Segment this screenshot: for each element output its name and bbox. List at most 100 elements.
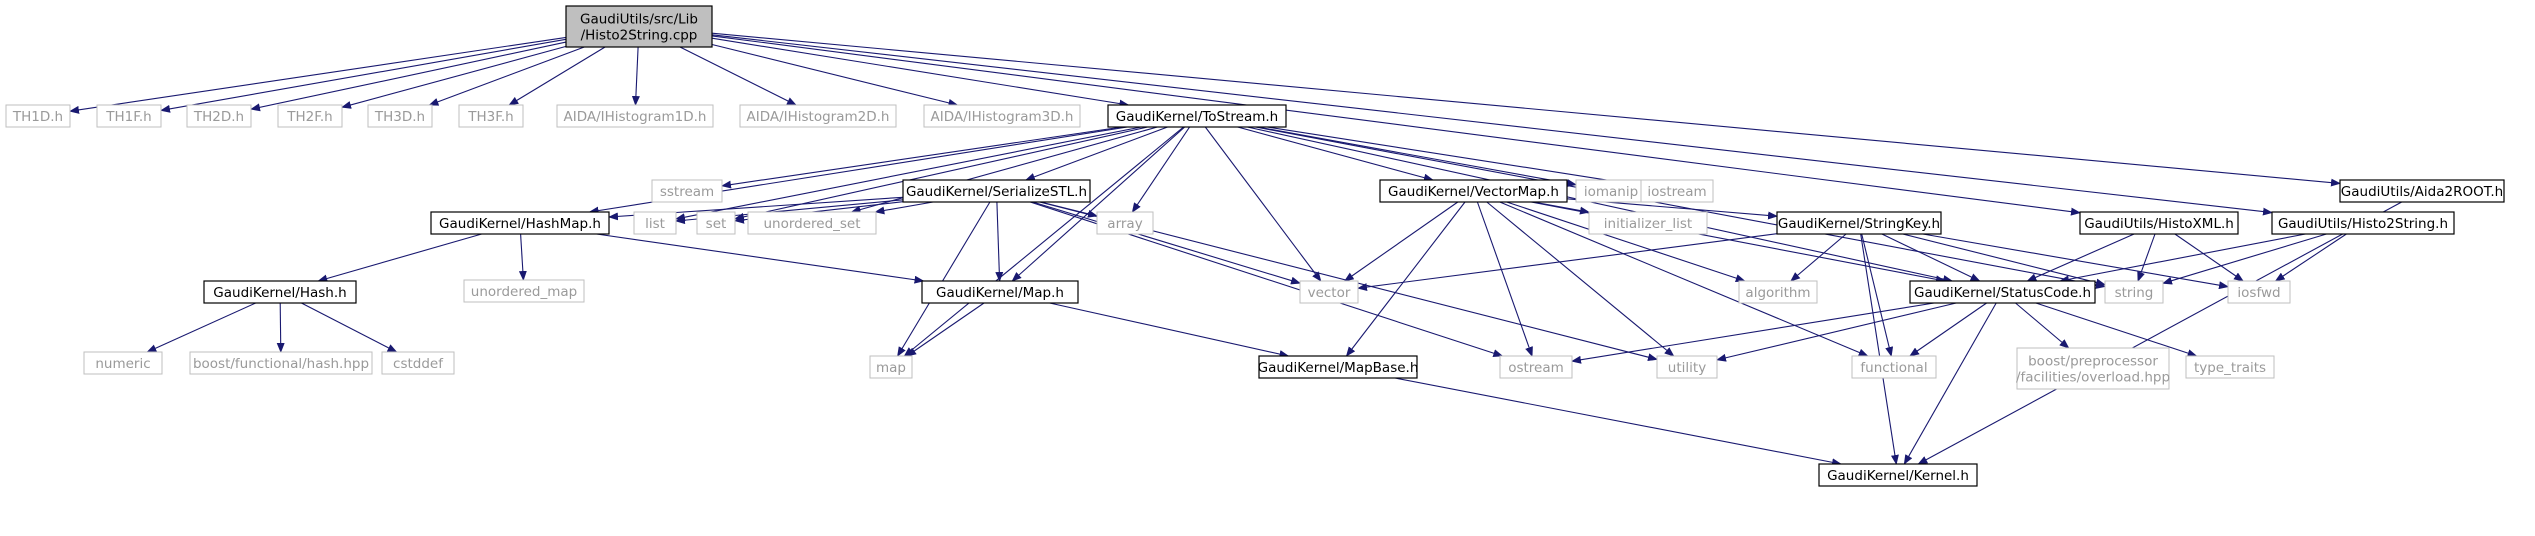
node-box: [696, 211, 736, 235]
node-th3d[interactable]: TH3D.h: [367, 104, 433, 128]
node-unordered_set[interactable]: unordered_set: [747, 211, 877, 235]
edge-map_h-to-mapbase: [1049, 302, 1290, 358]
node-box: [1738, 280, 1818, 304]
edge-tostream-to-sstream: [721, 126, 1123, 189]
node-ostream[interactable]: ostream: [1499, 355, 1573, 379]
node-vectormap[interactable]: GaudiKernel/VectorMap.h: [1379, 179, 1568, 203]
node-box: [1299, 280, 1359, 304]
node-numeric[interactable]: numeric: [83, 351, 163, 375]
node-aida2root[interactable]: GaudiUtils/Aida2ROOT.h: [2339, 179, 2505, 203]
node-aida2d[interactable]: AIDA/IHistogram2D.h: [739, 104, 897, 128]
edge-hash-to-cstddef: [301, 302, 398, 353]
node-th1f[interactable]: TH1F.h: [96, 104, 162, 128]
node-boostpp[interactable]: boost/preprocessor/facilities/overload.h…: [2016, 347, 2170, 390]
node-label: GaudiUtils/Histo2String.h: [2278, 216, 2448, 232]
node-box: [1656, 355, 1718, 379]
node-label: GaudiKernel/Map.h: [936, 285, 1064, 301]
node-label: string: [2115, 285, 2154, 301]
node-map_h[interactable]: GaudiKernel/Map.h: [921, 280, 1079, 304]
edge-vectormap-to-functional: [1499, 201, 1869, 357]
node-iomanip[interactable]: iomanip: [1575, 179, 1647, 203]
node-label: TH2D.h: [193, 109, 244, 125]
node-label: utility: [1668, 360, 1706, 376]
node-aida3d[interactable]: AIDA/IHistogram3D.h: [923, 104, 1081, 128]
node-histoxml[interactable]: GaudiUtils/HistoXML.h: [2079, 211, 2239, 235]
node-vector[interactable]: vector: [1299, 280, 1359, 304]
node-serializestl[interactable]: GaudiKernel/SerializeSTL.h: [902, 179, 1091, 203]
edge-mapbase-to-kernel: [1394, 377, 1842, 467]
edge-histo2string-to-iosfwd: [2274, 233, 2347, 282]
node-th3f[interactable]: TH3F.h: [458, 104, 524, 128]
node-stringkey[interactable]: GaudiKernel/StringKey.h: [1776, 211, 1942, 235]
node-box: [1379, 179, 1568, 203]
edge-stringkey-to-kernel: [1860, 233, 1899, 465]
node-box: [5, 104, 71, 128]
node-sstream[interactable]: sstream: [651, 179, 723, 203]
node-label: array: [1107, 216, 1142, 232]
node-label: map: [876, 360, 906, 376]
edge-tostream-to-vectormap: [1237, 126, 1434, 182]
node-label: algorithm: [1745, 285, 1810, 301]
node-tostream[interactable]: GaudiKernel/ToStream.h: [1107, 104, 1287, 128]
node-initializer_list[interactable]: initializer_list: [1588, 211, 1708, 235]
node-string[interactable]: string: [2104, 280, 2164, 304]
node-box: [189, 351, 373, 375]
edge-stringkey-to-string: [1902, 233, 2106, 287]
node-aida1d[interactable]: AIDA/IHistogram1D.h: [556, 104, 714, 128]
node-kernel[interactable]: GaudiKernel/Kernel.h: [1818, 463, 1978, 487]
edge-vectormap-to-utility: [1486, 201, 1675, 357]
node-box: [2339, 179, 2505, 203]
node-cstddef[interactable]: cstddef: [381, 351, 455, 375]
node-label: GaudiKernel/ToStream.h: [1116, 109, 1278, 125]
node-iosfwd[interactable]: iosfwd: [2227, 280, 2291, 304]
node-box: [902, 179, 1091, 203]
edge-root-to-th2d: [250, 41, 567, 112]
node-box: [633, 211, 677, 235]
node-map[interactable]: map: [869, 355, 913, 379]
node-box: [83, 351, 163, 375]
node-root[interactable]: GaudiUtils/src/Lib/Histo2String.cpp: [565, 5, 713, 48]
node-array[interactable]: array: [1096, 211, 1154, 235]
node-th1d[interactable]: TH1D.h: [5, 104, 71, 128]
edge-root-to-histo2string: [711, 34, 2273, 216]
node-th2d[interactable]: TH2D.h: [186, 104, 252, 128]
edge-tostream-to-array: [1131, 126, 1191, 213]
node-iostream[interactable]: iostream: [1640, 179, 1714, 203]
node-functional[interactable]: functional: [1851, 355, 1937, 379]
node-list[interactable]: list: [633, 211, 677, 235]
edges-layer: [69, 32, 2402, 467]
edge-stringkey-to-statuscode: [1881, 233, 1981, 282]
node-type_traits[interactable]: type_traits: [2185, 355, 2275, 379]
edge-root-to-tostream: [711, 37, 1130, 108]
node-label: /Histo2String.cpp: [581, 28, 698, 44]
node-label: AIDA/IHistogram1D.h: [563, 109, 706, 125]
node-unordered_map[interactable]: unordered_map: [463, 279, 585, 303]
node-hash[interactable]: GaudiKernel/Hash.h: [203, 280, 357, 304]
node-label: ostream: [1508, 360, 1564, 376]
node-label: /facilities/overload.hpp: [2016, 370, 2170, 386]
edge-stringkey-to-functional: [1861, 233, 1894, 357]
edge-statuscode-to-functional: [1909, 302, 1987, 357]
node-box: [1107, 104, 1287, 128]
node-th2f[interactable]: TH2F.h: [277, 104, 343, 128]
node-statuscode[interactable]: GaudiKernel/StatusCode.h: [1909, 280, 2096, 304]
node-histo2string[interactable]: GaudiUtils/Histo2String.h: [2271, 211, 2455, 235]
node-boosthash[interactable]: boost/functional/hash.hpp: [189, 351, 373, 375]
edge-root-to-th2f: [341, 45, 567, 109]
node-label: AIDA/IHistogram3D.h: [930, 109, 1073, 125]
edge-tostream-to-iostream: [1267, 126, 1642, 188]
node-label: unordered_set: [763, 216, 860, 232]
node-box: [430, 211, 610, 235]
node-box: [2079, 211, 2239, 235]
node-label: GaudiKernel/MapBase.h: [1258, 360, 1419, 376]
node-algorithm[interactable]: algorithm: [1738, 280, 1818, 304]
node-mapbase[interactable]: GaudiKernel/MapBase.h: [1258, 355, 1419, 379]
node-hashmap[interactable]: GaudiKernel/HashMap.h: [430, 211, 610, 235]
node-label: TH1F.h: [105, 109, 151, 125]
node-utility[interactable]: utility: [1656, 355, 1718, 379]
edge-root-to-histoxml: [711, 35, 2081, 216]
edge-tostream-to-iomanip: [1257, 126, 1577, 188]
node-box: [1851, 355, 1937, 379]
node-label: iomanip: [1584, 184, 1638, 200]
node-set[interactable]: set: [696, 211, 736, 235]
